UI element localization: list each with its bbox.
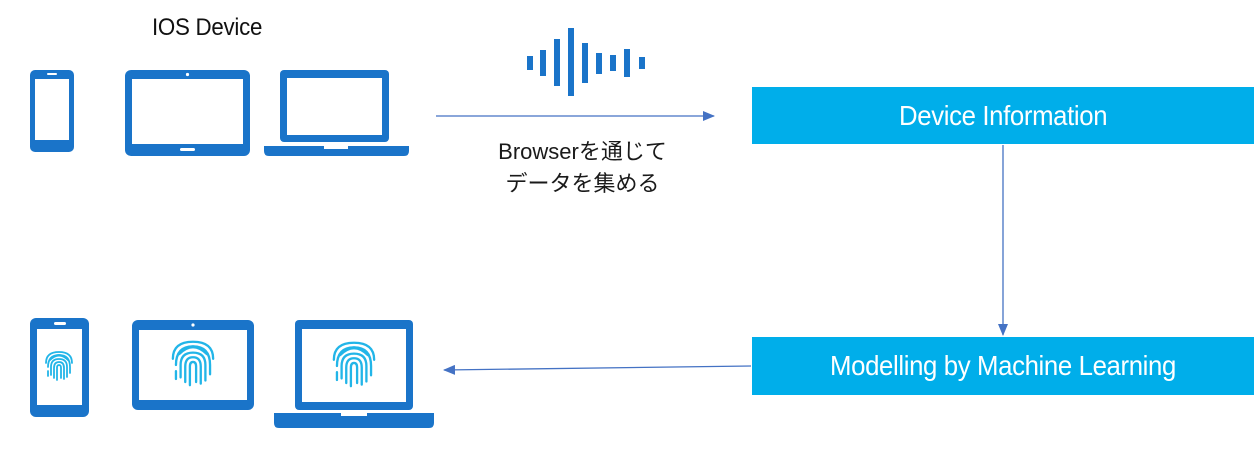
modelling-box: Modelling by Machine Learning [752,337,1254,395]
modelling-label: Modelling by Machine Learning [830,350,1176,381]
device-information-box: Device Information [752,87,1254,144]
ios-device-title: IOS Device [152,14,263,41]
laptop-fingerprint-icon [274,320,434,428]
collect-data-caption: Browserを通じて データを集める [490,136,675,200]
device-information-label: Device Information [898,99,1108,131]
sound-wave-icon [527,28,645,96]
tablet-icon [125,70,250,156]
caption-line-2: データを集める [505,171,660,196]
tablet-fingerprint-icon [132,320,254,410]
laptop-icon [264,70,409,156]
caption-line-1: Browserを通じて [498,139,667,164]
arrow-to-devices [443,364,752,375]
smartphone-icon [30,70,74,152]
smartphone-fingerprint-icon [30,318,89,417]
